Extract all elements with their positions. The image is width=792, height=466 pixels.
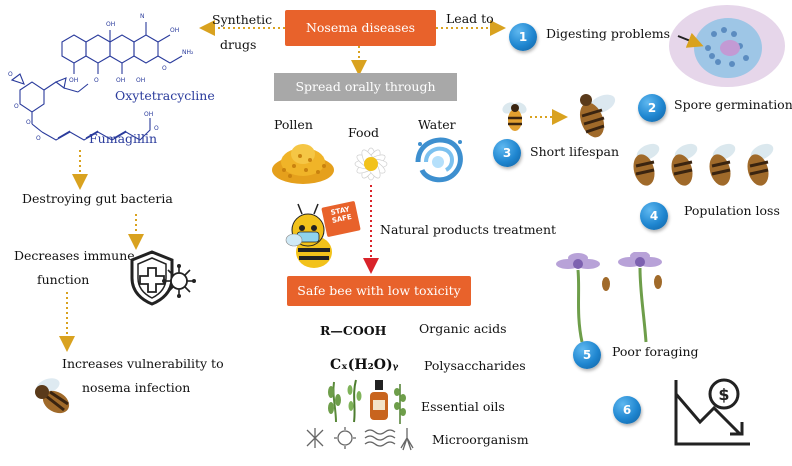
svg-text:OH: OH: [136, 77, 145, 84]
pollen-icon: [272, 144, 334, 184]
virus-icon: [162, 264, 196, 298]
decreases-immune-label-1: Decreases immune: [14, 248, 135, 263]
safe-bee-label: Safe bee with low toxicity: [297, 283, 461, 298]
svg-text:NH₂: NH₂: [182, 49, 194, 56]
safe-bee-box: Safe bee with low toxicity: [287, 276, 471, 306]
consequence-3-badge: 3: [493, 139, 521, 167]
consequence-1-label: Digesting problems: [546, 26, 671, 41]
svg-text:OH: OH: [106, 21, 115, 28]
svg-text:OH: OH: [116, 77, 125, 84]
plant-icon: [328, 379, 362, 423]
consequence-4-badge: 4: [640, 202, 668, 230]
label-microorganism: Microorganism: [432, 432, 529, 447]
source-food-label: Food: [348, 125, 380, 140]
svg-text:O: O: [94, 77, 99, 84]
nosema-title-box: Nosema diseases: [285, 10, 436, 46]
formula-polysaccharides: Cₓ(H₂O)ᵧ: [330, 357, 399, 373]
dollar-down-icon: $: [674, 378, 750, 446]
svg-text:N: N: [140, 13, 145, 20]
natural-products-label: Natural products treatment: [380, 222, 557, 237]
destroying-gut-bacteria-label: Destroying gut bacteria: [22, 191, 173, 206]
svg-text:OH: OH: [69, 77, 78, 84]
consequence-6-badge: 6: [613, 396, 641, 424]
small-bee-icon: [502, 102, 527, 131]
consequence-3-label: Short lifespan: [530, 144, 620, 159]
svg-text:O: O: [26, 119, 31, 126]
svg-text:O: O: [14, 103, 19, 110]
decreases-immune-label-2: function: [37, 272, 90, 287]
flower-icon: [556, 252, 662, 343]
svg-text:OH: OH: [170, 27, 179, 34]
bottle-icon: [370, 380, 388, 420]
synthetic-label-1: Synthetic: [212, 12, 273, 27]
source-pollen-label: Pollen: [274, 117, 313, 132]
water-splash-icon: [415, 137, 463, 183]
svg-text:OH: OH: [144, 111, 153, 118]
synthetic-label-2: drugs: [220, 37, 257, 52]
bee-population-row: [628, 138, 778, 190]
oxytetracycline-label: Oxytetracycline: [115, 88, 215, 103]
label-polysaccharides: Polysaccharides: [424, 358, 526, 373]
consequence-4-label: Population loss: [684, 203, 780, 218]
bee-icon-infected: [35, 378, 70, 414]
source-water-label: Water: [418, 117, 456, 132]
consequence-2-badge: 2: [638, 94, 666, 122]
microscope-image: [669, 5, 785, 87]
consequence-1-badge: 1: [509, 23, 537, 51]
svg-text:$: $: [718, 385, 729, 404]
microbe-icon: [306, 427, 414, 451]
daisy-icon: [354, 147, 388, 181]
oxytetracycline-structure: OH O OH OH O NH₂ N OH OH: [61, 13, 194, 84]
svg-text:O: O: [8, 71, 13, 78]
svg-text:O: O: [154, 125, 159, 132]
nosema-title: Nosema diseases: [305, 20, 416, 35]
label-essential-oils: Essential oils: [421, 399, 505, 414]
consequence-2-label: Spore germination: [674, 97, 792, 112]
vulnerability-label-2: nosema infection: [82, 380, 191, 395]
spread-box: Spread orally through: [274, 73, 457, 101]
consequence-5-label: Poor foraging: [612, 344, 699, 359]
spread-label: Spread orally through: [295, 79, 436, 94]
fumagillin-label: Fumagillin: [89, 131, 158, 146]
consequence-5-badge: 5: [573, 341, 601, 369]
formula-organic-acids: R—COOH: [320, 323, 387, 338]
lead-to-label: Lead to: [446, 11, 494, 26]
svg-text:O: O: [162, 65, 167, 72]
bee-icon: [285, 201, 361, 268]
bee-lifespan-icon: [579, 94, 616, 138]
vulnerability-label-1: Increases vulnerability to: [62, 356, 224, 371]
label-organic-acids: Organic acids: [419, 321, 507, 336]
svg-text:O: O: [36, 135, 41, 142]
herb-icon: [394, 384, 406, 424]
